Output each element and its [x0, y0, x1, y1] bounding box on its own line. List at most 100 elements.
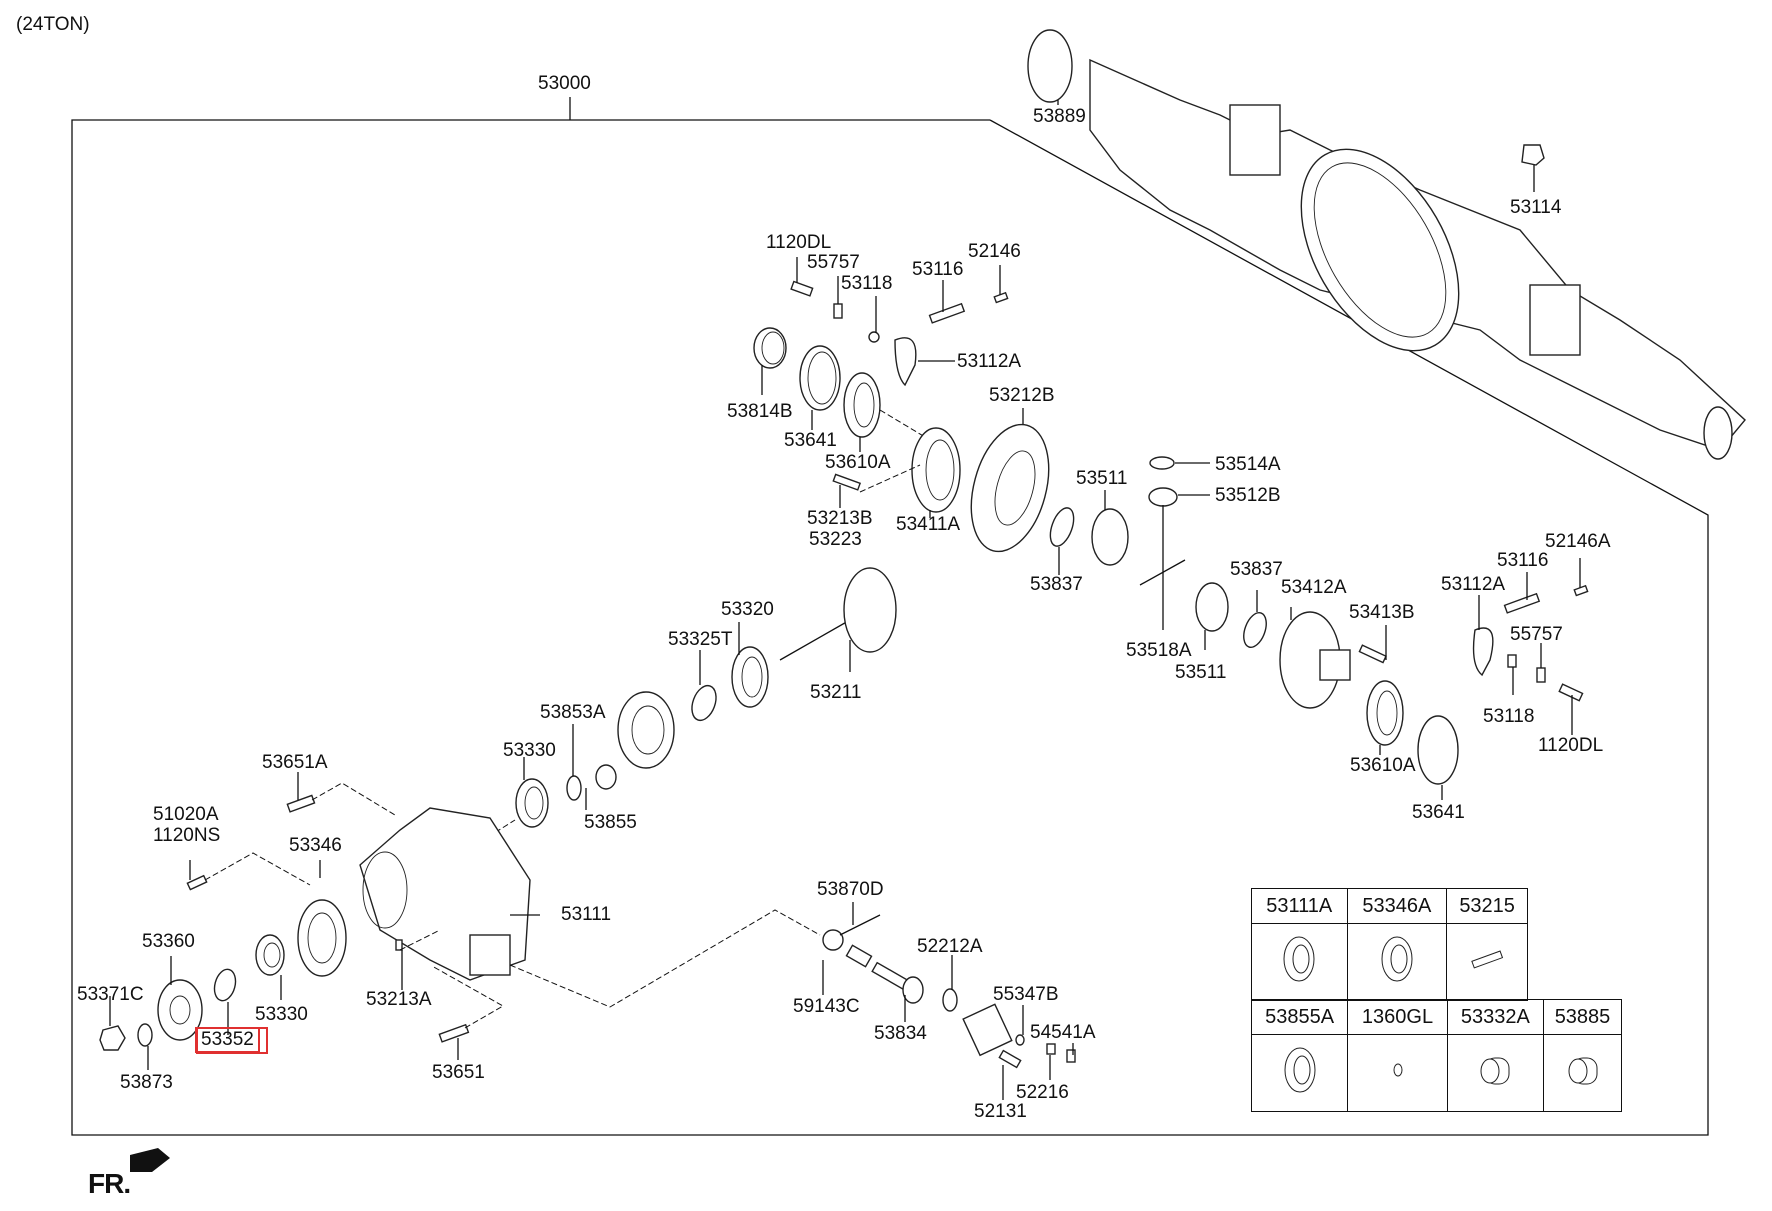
lock-plate-icon [833, 303, 843, 319]
callout-53413B[interactable]: 53413B [1349, 602, 1415, 623]
callout-53118[interactable]: 53118 [1483, 706, 1535, 727]
side-gear-icon [1091, 508, 1129, 566]
callout-53223[interactable]: 53223 [809, 529, 862, 550]
kit-header[interactable]: 53215 [1446, 888, 1528, 924]
kit-table-row1: 53111A 53346A 53215 [1251, 888, 1528, 1001]
callout-53213B[interactable]: 53213B [807, 508, 873, 529]
bolt-icon [438, 1023, 470, 1043]
o-ring-icon [137, 1023, 153, 1047]
callout-53651[interactable]: 53651 [432, 1062, 485, 1083]
callout-53514A[interactable]: 53514A [1215, 454, 1281, 475]
callout-52146[interactable]: 52146 [968, 241, 1021, 262]
callout-53112A[interactable]: 53112A [1441, 574, 1506, 595]
kit-image-cell [1347, 1034, 1448, 1112]
front-direction-arrow [130, 1148, 170, 1172]
ring-gear-icon [970, 423, 1050, 553]
callout-53610A[interactable]: 53610A [1350, 755, 1416, 776]
callout-53641[interactable]: 53641 [784, 430, 837, 451]
callout-53837[interactable]: 53837 [1030, 574, 1083, 595]
bolt-icon [1503, 592, 1541, 614]
kit-image-cell [1446, 1034, 1545, 1112]
kit-header[interactable]: 53111A [1251, 888, 1348, 924]
bearing-cup-icon [799, 345, 841, 411]
kit-table-row2: 53855A 1360GL 53332A 53885 [1250, 999, 1622, 1112]
callout-53360[interactable]: 53360 [142, 931, 195, 952]
bearing-retainer-icon [297, 899, 347, 977]
callout-1120DL[interactable]: 1120DL [1538, 735, 1604, 756]
bushing-icon [1568, 1057, 1597, 1085]
callout-53118[interactable]: 53118 [841, 273, 893, 294]
callout-53651A[interactable]: 53651A [262, 752, 328, 773]
callout-53325T[interactable]: 53325T [668, 629, 733, 650]
callout-52146A[interactable]: 52146A [1545, 531, 1611, 552]
callout-53511[interactable]: 53511 [1076, 468, 1128, 489]
cover-plate-icon [962, 1003, 1013, 1057]
kit-header[interactable]: 1360GL [1347, 999, 1448, 1035]
callout-53814B[interactable]: 53814B [727, 401, 793, 422]
lock-nut-icon [99, 1025, 126, 1051]
highlight-box [196, 1027, 268, 1054]
drain-plug-icon [1521, 144, 1545, 166]
callout-53837[interactable]: 53837 [1230, 559, 1283, 580]
callout-55757[interactable]: 55757 [807, 252, 860, 273]
callout-53512B[interactable]: 53512B [1215, 485, 1281, 506]
kit-header[interactable]: 53885 [1543, 999, 1622, 1035]
callout-53320[interactable]: 53320 [721, 599, 774, 620]
callout-53346[interactable]: 53346 [289, 835, 342, 856]
kit-header[interactable]: 53346A [1346, 888, 1448, 924]
bearing-icon [515, 778, 549, 828]
axle-housing-icon [1027, 29, 1746, 460]
spacer-icon [595, 764, 617, 790]
callout-52212A[interactable]: 52212A [917, 936, 983, 957]
kit-header[interactable]: 53332A [1446, 999, 1545, 1035]
callout-55757[interactable]: 55757 [1510, 624, 1563, 645]
callout-53112A[interactable]: 53112A [957, 351, 1022, 372]
bolt-icon [286, 794, 316, 813]
callout-53411A[interactable]: 53411A [896, 514, 961, 535]
callout-53330[interactable]: 53330 [503, 740, 556, 761]
callout-53855[interactable]: 53855 [584, 812, 637, 833]
bearing-icon [1381, 936, 1413, 982]
callout-53114[interactable]: 53114 [1510, 197, 1562, 218]
callout-53641[interactable]: 53641 [1412, 802, 1465, 823]
shim-icon [566, 775, 582, 801]
callout-53352-selected[interactable]: 53352 [195, 1027, 260, 1053]
kit-header[interactable]: 53855A [1250, 999, 1349, 1035]
clip-icon [1507, 654, 1517, 668]
sensor-icon [1066, 1049, 1076, 1063]
lock-plate-icon [1536, 667, 1546, 683]
callout-53000[interactable]: 53000 [538, 73, 591, 94]
callout-1120NS[interactable]: 1120NS [153, 825, 221, 846]
dowel-pin-icon [395, 939, 403, 951]
callout-53212B[interactable]: 53212B [989, 385, 1055, 406]
callout-53211[interactable]: 53211 [810, 682, 862, 703]
bearing-icon [731, 646, 769, 708]
kit-image-cell [1251, 923, 1348, 1001]
bearing-icon [1283, 936, 1315, 982]
callout-53213A[interactable]: 53213A [366, 989, 432, 1010]
callout-53610A[interactable]: 53610A [825, 452, 891, 473]
callout-53116[interactable]: 53116 [912, 259, 964, 280]
callout-53853A[interactable]: 53853A [540, 702, 606, 723]
callout-53873[interactable]: 53873 [120, 1072, 173, 1093]
callout-52216[interactable]: 52216 [1016, 1082, 1069, 1103]
callout-53111[interactable]: 53111 [561, 904, 612, 925]
callout-51020A[interactable]: 51020A [153, 804, 219, 825]
callout-53834[interactable]: 53834 [874, 1023, 927, 1044]
callout-54541A[interactable]: 54541A [1030, 1022, 1096, 1043]
callout-53116[interactable]: 53116 [1497, 550, 1549, 571]
shim-icon [942, 988, 958, 1012]
callout-55347B[interactable]: 55347B [993, 984, 1059, 1005]
callout-52131[interactable]: 52131 [974, 1101, 1027, 1122]
callout-53371C[interactable]: 53371C [77, 984, 144, 1005]
callout-53870D[interactable]: 53870D [817, 879, 884, 900]
callout-1120DL[interactable]: 1120DL [766, 232, 832, 253]
callout-53889[interactable]: 53889 [1033, 106, 1086, 127]
callout-53511[interactable]: 53511 [1175, 662, 1227, 683]
callout-59143C[interactable]: 59143C [793, 996, 860, 1017]
callout-53330[interactable]: 53330 [255, 1004, 308, 1025]
spring-icon [845, 944, 873, 968]
callout-53412A[interactable]: 53412A [1281, 577, 1347, 598]
callout-53518A[interactable]: 53518A [1126, 640, 1192, 661]
pinion-cage-icon [617, 691, 675, 769]
